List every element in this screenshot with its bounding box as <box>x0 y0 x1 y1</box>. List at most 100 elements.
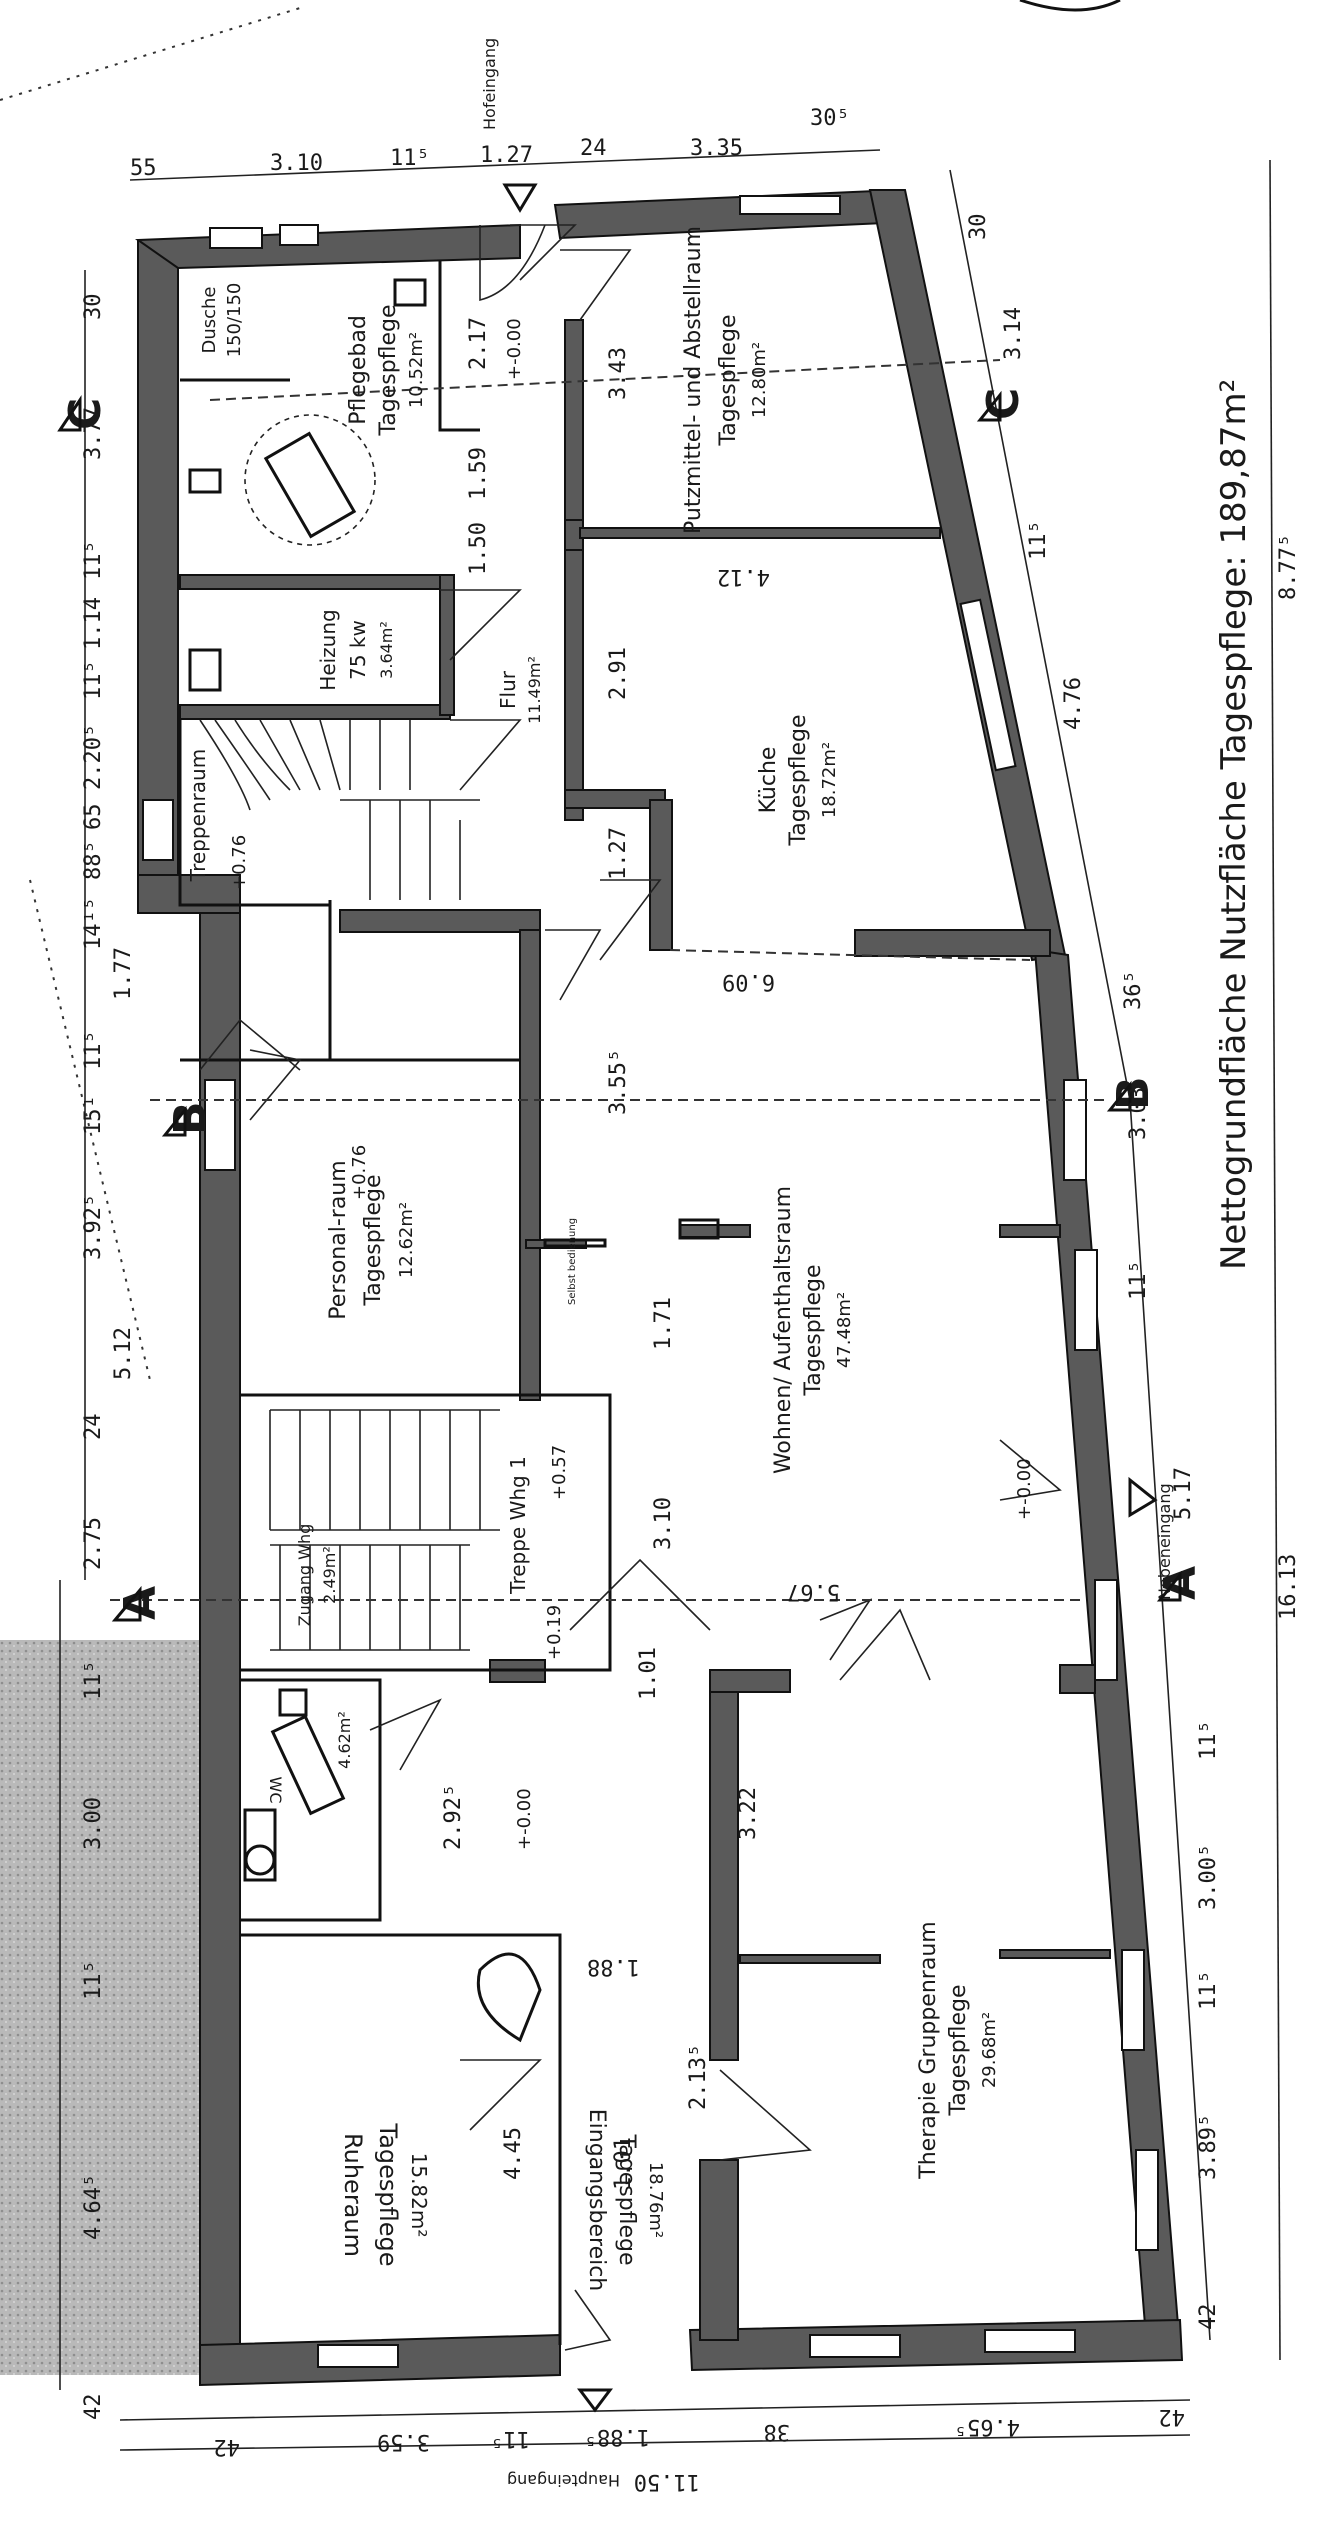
dim-left: 11⁵ <box>81 1960 106 2000</box>
dim-left: 88⁵ <box>81 840 106 880</box>
entrance-neben: Nebeneingang <box>1155 1483 1174 1600</box>
room-label-wc: WC <box>266 1777 285 1804</box>
level-label: +-0.00 <box>514 1788 535 1850</box>
dim-inner: 3.55⁵ <box>606 1049 631 1115</box>
dim-left: 11⁵ <box>81 1030 106 1070</box>
dim-inner: 4.12 <box>717 564 770 589</box>
dim-top: 24 <box>580 136 607 161</box>
room-area-zugang: 2.49m² <box>320 1546 339 1604</box>
dim-inner: 1.01 <box>636 1647 661 1700</box>
dim-inner: 1.27 <box>606 827 631 880</box>
wall-stub <box>999 1224 1061 1238</box>
wall-therapie-divider <box>739 1954 881 1964</box>
room-area-wohnen: 47.48m² <box>834 1292 855 1368</box>
dim-inner: 3.10 <box>651 1497 676 1550</box>
room-sub-pflegebad: Tagespflege <box>376 304 401 436</box>
dim-right: 8.77⁵ <box>1276 534 1301 600</box>
dim-bottom: 38 <box>764 2419 791 2444</box>
dim-right: 36⁵ <box>1121 970 1146 1010</box>
dim-line-top <box>129 149 881 181</box>
dim-right: 42 <box>1196 2304 1221 2331</box>
section-marker-b-right: B <box>1108 1076 1159 1110</box>
dim-inner: 5.67 <box>787 1579 840 1604</box>
dim-right: 11⁵ <box>1026 520 1051 560</box>
room-area-eingang: 18.76m² <box>645 2162 666 2238</box>
self-service-label: Selbst bedienung <box>567 1218 578 1305</box>
dim-left: 42 <box>81 2394 106 2421</box>
room-sub-personal: Tagespflege <box>361 1174 386 1306</box>
room-area-personal: 12.62m² <box>396 1202 417 1278</box>
wall-heizung-right <box>439 574 455 716</box>
level-label: +0.76 <box>229 835 250 890</box>
room-label-putz: Putzmittel- und Abstellraum <box>681 226 706 534</box>
dim-top: 3.10 <box>270 151 323 176</box>
dim-inner: 2.17 <box>466 317 491 370</box>
dim-left: 5.12 <box>111 1327 136 1380</box>
section-marker-c-right: C <box>978 388 1029 420</box>
window <box>809 2334 901 2358</box>
wall-therapie-left-lower <box>699 2159 739 2341</box>
room-area-heizung: 3.64m² <box>377 621 396 679</box>
dim-left: 1.77 <box>111 947 136 1000</box>
room-area-kueche: 18.72m² <box>819 742 840 818</box>
room-sub-putz: Tagespflege <box>716 314 741 446</box>
dim-top: 3.35 <box>690 136 743 161</box>
entrance-arrow-neben <box>1128 1476 1158 1518</box>
entrance-arrow-haupt <box>577 2388 613 2413</box>
room-sub-wohnen: Tagespflege <box>801 1264 826 1396</box>
wc-wall <box>240 1678 382 1922</box>
room-area-flur: 11.49m² <box>525 656 544 724</box>
room-area-therapie: 29.68m² <box>979 2012 1000 2088</box>
window <box>204 1079 236 1171</box>
room-label-flur: Flur <box>496 670 520 709</box>
level-label: +-0.00 <box>504 318 525 380</box>
window <box>984 2329 1076 2353</box>
wall-putz-kueche <box>579 527 941 539</box>
stairs-treppenraum <box>178 719 480 907</box>
room-area-ruheraum: 15.82m² <box>407 2153 431 2238</box>
level-label: +-0.00 <box>1014 1458 1035 1520</box>
level-label: +0.76 <box>349 1145 370 1200</box>
level-label: +0.19 <box>544 1605 565 1660</box>
dim-inner: 3.43 <box>606 347 631 400</box>
dim-inner: 1.59 <box>466 447 491 500</box>
dim-line-bottom <box>119 2399 1191 2421</box>
wc-fixtures <box>243 1688 346 1882</box>
room-sub-heizung: 75 kw <box>346 620 370 680</box>
outer-wall-left-upper <box>137 239 179 881</box>
wall-kueche-door <box>649 799 673 951</box>
dim-top: 1.27 <box>480 143 533 168</box>
room-label-pflegebad: Pflegebad <box>346 315 371 425</box>
dim-inner: 2.92⁵ <box>441 1784 466 1850</box>
wall-personal-wohnen <box>519 929 541 1401</box>
dim-bottom: 1.88⁵ <box>584 2424 650 2449</box>
dim-inner: 2.13⁵ <box>686 2044 711 2110</box>
room-label-kueche: Küche <box>756 747 781 814</box>
dim-left: 11⁵ <box>81 540 106 580</box>
room-label-heizung: Heizung <box>316 609 340 690</box>
dim-right: 4.76 <box>1061 677 1086 730</box>
dim-inner: 3.22 <box>736 1787 761 1840</box>
dim-inner: 1.71 <box>651 1297 676 1350</box>
dim-right: 16.13 <box>1276 1554 1301 1620</box>
room-sub-dusche: 150/150 <box>224 283 245 358</box>
outer-wall-bottom-right <box>688 2318 1184 2372</box>
dim-left: 15¹ <box>81 1095 106 1135</box>
dim-top: 55 <box>130 156 157 181</box>
room-label-ruheraum: Ruheraum <box>339 2133 367 2257</box>
outer-wall-step <box>137 874 241 914</box>
room-area-putz: 12.80m² <box>749 342 770 418</box>
section-markers: A A B B C C <box>57 388 1206 1622</box>
entrance-arrow-hof <box>502 183 538 213</box>
dim-bottom: 4.65⁵ <box>954 2414 1020 2439</box>
pflegebad-wall <box>438 260 480 432</box>
stairs-whg <box>269 1409 500 1651</box>
dim-right: 11⁵ <box>1126 1260 1151 1300</box>
dim-left: 3.92⁵ <box>81 1194 106 1260</box>
window <box>1094 1579 1118 1681</box>
dim-bottom: 3.59 <box>377 2429 430 2454</box>
window <box>959 598 1017 772</box>
dim-left: 2.75 <box>81 1517 106 1570</box>
dim-inner: 6.09 <box>722 969 775 994</box>
wall-therapie-divider-right <box>999 1949 1111 1959</box>
